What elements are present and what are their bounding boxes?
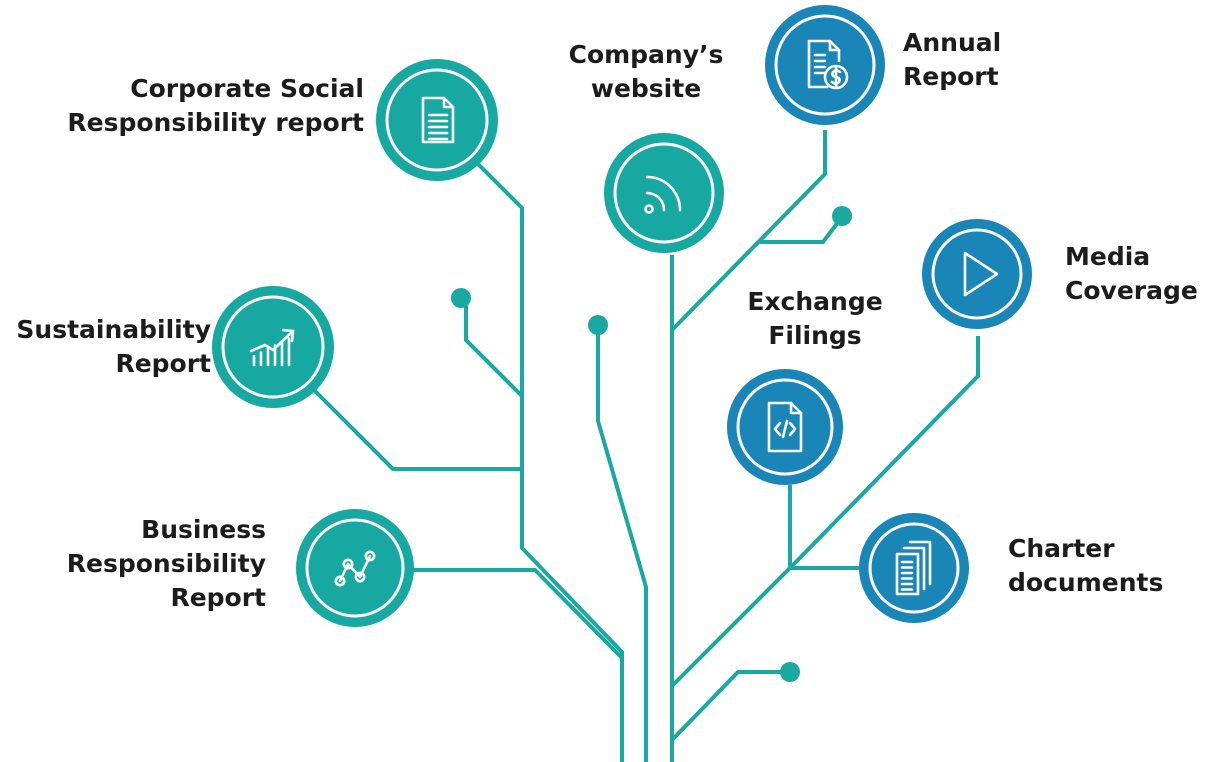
node-annual [765, 5, 885, 125]
play-icon [963, 251, 999, 297]
label-charter: Charter documents [1008, 532, 1163, 600]
dot-website-twig [588, 315, 608, 335]
label-csr: Corporate Social Responsibility report [67, 72, 364, 140]
node-exchange-ring [736, 378, 834, 476]
node-media-ring [931, 228, 1023, 320]
line-graph-icon [334, 550, 376, 587]
node-annual-circle [765, 5, 885, 125]
node-media-circle [922, 219, 1032, 329]
node-exchange [727, 369, 843, 485]
label-media: Media Coverage [1065, 240, 1198, 308]
code-file-icon [767, 401, 803, 453]
branch-business [410, 568, 624, 660]
label-website-line-1: Company’s [568, 40, 724, 69]
label-annual: Annual Report [903, 26, 1001, 94]
label-business-line-2: Responsibility [66, 549, 266, 578]
label-charter-line-1: Charter [1008, 534, 1115, 563]
branch-csr-twig [464, 298, 524, 398]
label-exchange-line-2: Filings [768, 321, 862, 350]
label-sustainability: Sustainability Report [16, 313, 211, 381]
node-circles [212, 5, 1032, 627]
dot-csr-twig [451, 288, 471, 308]
node-website [604, 133, 724, 253]
node-website-ring [613, 142, 715, 244]
branch-sustainability [305, 381, 522, 471]
label-sustainability-line-2: Report [115, 349, 211, 378]
dot-annual-twig [832, 206, 852, 226]
growth-chart-icon [249, 328, 295, 367]
label-csr-line-1: Corporate Social [130, 74, 364, 103]
dot-right-twig [780, 662, 800, 682]
node-business-ring [305, 518, 405, 618]
label-media-line-2: Coverage [1065, 276, 1198, 305]
label-csr-line-2: Responsibility report [67, 108, 364, 137]
branch-right-twig [670, 670, 790, 742]
label-business-line-3: Report [170, 583, 266, 612]
node-sustainability-circle [212, 286, 334, 408]
documents-stack-icon [895, 540, 932, 596]
node-business-circle [296, 509, 414, 627]
label-exchange: Exchange Filings [730, 285, 900, 353]
label-annual-line-2: Report [903, 62, 999, 91]
label-media-line-1: Media [1065, 242, 1151, 271]
branch-annual [670, 130, 827, 332]
node-charter [859, 513, 969, 623]
branch-charter [670, 566, 863, 688]
label-business: Business Responsibility Report [67, 513, 266, 615]
node-sustainability-ring [221, 295, 325, 399]
node-media [922, 219, 1032, 329]
connector-lines [305, 130, 980, 762]
label-exchange-line-1: Exchange [747, 287, 883, 316]
branch-website [596, 325, 648, 762]
branch-annual-twig [760, 215, 844, 244]
label-annual-line-1: Annual [903, 28, 1002, 57]
branch-csr [445, 131, 624, 762]
financial-report-icon [807, 39, 849, 90]
node-sustainability [212, 286, 334, 408]
node-annual-ring [774, 14, 876, 116]
node-charter-circle [859, 513, 969, 623]
terminal-dots [451, 206, 852, 682]
node-business [296, 509, 414, 627]
node-charter-ring [868, 522, 960, 614]
branch-media [788, 336, 980, 570]
node-website-circle [604, 133, 724, 253]
label-website-line-2: website [590, 74, 702, 103]
node-csr [376, 59, 498, 181]
rss-feed-icon [644, 175, 682, 214]
document-icon [421, 96, 455, 144]
label-website: Company’s website [560, 38, 732, 106]
node-csr-ring [385, 68, 489, 172]
label-charter-line-2: documents [1008, 568, 1164, 597]
label-business-line-1: Business [141, 515, 266, 544]
label-sustainability-line-1: Sustainability [16, 315, 211, 344]
